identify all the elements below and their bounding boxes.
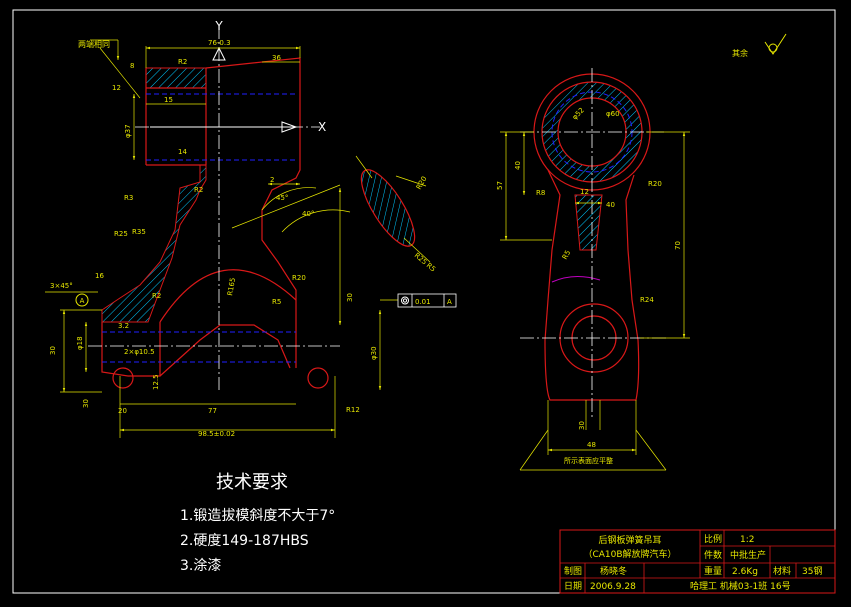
dim-top-width: 76-0.3: [208, 39, 231, 47]
dim-h12-top: 12: [112, 84, 121, 92]
dim-h8: 8: [130, 62, 134, 70]
tb-qty-label: 件数: [704, 549, 722, 561]
end-dim-w48: 48: [587, 441, 596, 449]
end-dim-h70: 70: [674, 241, 682, 250]
dim-r12-small: R12: [346, 406, 360, 414]
dim-w14: 14: [178, 148, 187, 156]
tb-qty-value: 中批生产: [730, 549, 766, 561]
tech-requirements: 技术要求 1.锻造拔模斜度不大于7° 2.硬度149-187HBS 3.涂漆: [180, 472, 335, 574]
dim-ang45: 45°: [276, 194, 288, 202]
tb-date-label: 日期: [564, 581, 582, 592]
dim-holes: 2×φ10.5: [124, 348, 155, 356]
dim-w36: 36: [272, 54, 281, 62]
gt-value: 0.01: [415, 298, 431, 306]
tb-part-name-1: 后钢板弹簧吊耳: [598, 534, 661, 546]
end-footnote: 所示表面应平整: [564, 456, 613, 465]
dim-h30-right: 30: [346, 293, 354, 302]
side-view: Y X: [45, 19, 457, 438]
dim-w98: 98.5±0.02: [198, 430, 235, 438]
tech-title: 技术要求: [216, 472, 288, 493]
hatched-flange: [145, 67, 207, 89]
gt-datum: A: [447, 298, 452, 306]
dim-w20: 20: [118, 407, 127, 415]
dim-w30-small: 30: [82, 399, 90, 408]
dim-dia30: φ30: [370, 346, 378, 360]
dim-h12-5: 12.5: [152, 374, 160, 390]
axis-y-arrow: [212, 46, 226, 61]
tech-item-1: 1.锻造拔模斜度不大于7°: [180, 508, 335, 524]
end-dim-h30: 30: [578, 421, 586, 430]
right-hole: [307, 367, 329, 389]
dim-dia37: φ37: [124, 124, 132, 138]
end-dim-r20: R20: [648, 180, 662, 188]
tb-material-value: 35钢: [802, 565, 822, 577]
side-arch: [159, 269, 297, 323]
end-dim-h57: 57: [496, 181, 504, 190]
side-dimension-lines: [45, 39, 382, 438]
dim-r2-top: R2: [178, 58, 187, 66]
tb-weight-label: 重量: [704, 565, 722, 577]
title-block: 后钢板弹簧吊耳 （CA10B解放牌汽车） 比例 1:2 件数 中批生产 制图 杨…: [559, 529, 836, 594]
end-dim-w12: 12: [580, 188, 589, 196]
roughness-label: 其余: [732, 48, 748, 58]
dim-r5: R5: [272, 298, 281, 306]
tech-item-2: 2.硬度149-187HBS: [180, 533, 309, 549]
axis-y-label: Y: [214, 19, 223, 33]
dim-r35: R35: [132, 228, 146, 236]
tech-item-3: 3.涂漆: [180, 558, 221, 574]
sec-dim-r25: R25: [413, 251, 429, 266]
geo-tolerance-frame: 0.01 A: [380, 293, 457, 308]
end-view-shank: [544, 169, 640, 401]
tb-material-label: 材料: [773, 565, 791, 577]
tb-part-name-2: （CA10B解放牌汽车）: [583, 548, 676, 560]
dim-h30: 30: [49, 346, 57, 355]
tb-scale-label: 比例: [704, 533, 722, 545]
tb-school: 哈理工 机械03-1班 16号: [690, 580, 791, 592]
sec-dim-r20: R20: [415, 175, 429, 191]
dim-w16: 16: [95, 272, 104, 280]
tb-draw-label: 制图: [564, 565, 582, 577]
removed-section: R20 R25 R5: [355, 155, 437, 274]
dim-dia18: φ18: [76, 336, 84, 350]
dim-r3: R3: [124, 194, 133, 202]
tb-scale-value: 1:2: [740, 535, 754, 545]
end-dim-r8: R8: [536, 189, 545, 197]
dim-w2: 2: [270, 176, 274, 184]
end-view: φ52 φ60 57 40 R8 12 40 R20 R5 R24 70 48 …: [496, 68, 690, 471]
dim-r2-mid: R2: [194, 186, 203, 194]
tb-weight-value: 2.6Kg: [732, 567, 758, 577]
dim-r25: R25: [114, 230, 128, 238]
dim-w77: 77: [208, 407, 217, 415]
dim-r20: R20: [292, 274, 306, 282]
left-hole: [112, 367, 134, 389]
roughness-mark: 其余: [732, 33, 787, 58]
sec-dim-r5: R5: [425, 261, 437, 273]
end-dim-w40: 40: [606, 201, 615, 209]
datum-a-symbol: A: [75, 293, 89, 307]
tb-draw-value: 杨晓冬: [600, 565, 627, 577]
dim-w15: 15: [164, 96, 173, 104]
end-dim-r24: R24: [640, 296, 654, 304]
sheet-frame: [12, 9, 836, 594]
dim-r2-low: R2: [152, 292, 161, 300]
dim-r165: R165: [226, 277, 237, 296]
axis-x-label: X: [318, 120, 326, 134]
side-outline: [101, 57, 301, 377]
end-dim-r5: R5: [561, 249, 573, 261]
dim-ang40: 40°: [302, 210, 314, 218]
end-dim-h40: 40: [514, 161, 522, 170]
dim-chamfer: 3×45°: [50, 282, 73, 290]
hidden-lines: [102, 93, 296, 363]
callout-both-ends: 两端相同: [78, 39, 110, 49]
tb-date-value: 2006.9.28: [590, 582, 636, 592]
end-dim-dia60: φ60: [606, 110, 620, 118]
dim-w3-2: 3.2: [118, 322, 129, 330]
svg-text:A: A: [80, 297, 85, 305]
